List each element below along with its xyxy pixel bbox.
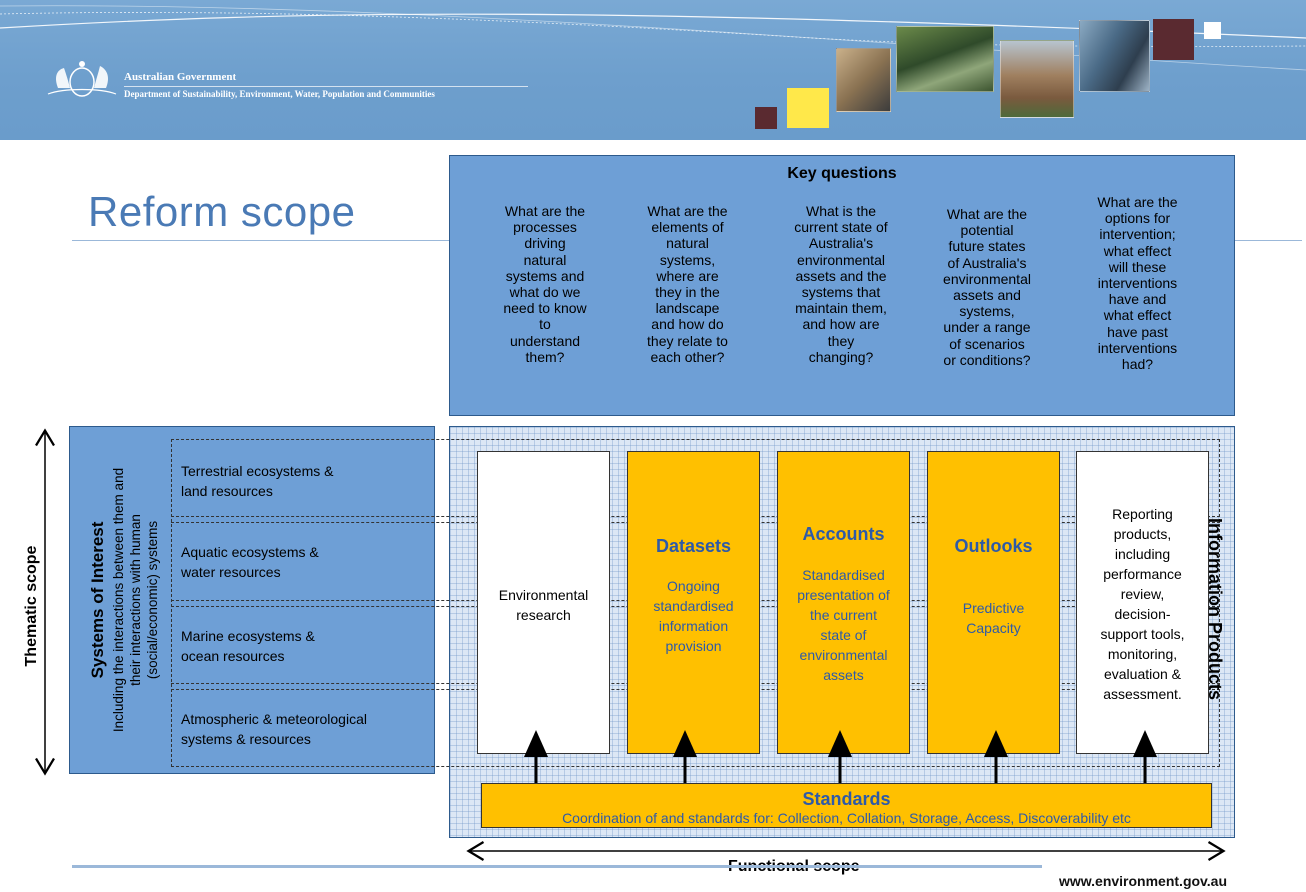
standards-bar: Standards Coordination of and standards …: [481, 783, 1212, 828]
column-3-body: Standardised presentation of the current…: [797, 567, 890, 683]
systems-subtitle-2: their interactions with human: [128, 514, 143, 686]
column-datasets: Datasets Ongoing standardised informatio…: [627, 451, 760, 754]
key-question-5: What are the options for intervention; w…: [1097, 194, 1178, 373]
photo-gps-device: [836, 48, 891, 112]
column-4-body: Predictive Capacity: [962, 600, 1025, 636]
system-item-atmospheric: Atmospheric & meteorological systems & r…: [181, 711, 367, 747]
website-url[interactable]: www.environment.gov.au: [1059, 873, 1228, 889]
systems-subtitle-1: Including the interactions between them …: [111, 468, 126, 732]
systems-subtitle-3: (social/economic) systems: [145, 521, 160, 680]
key-questions-panel: Key questions What are the processes dri…: [449, 155, 1235, 416]
department-name: Department of Sustainability, Environmen…: [124, 89, 435, 99]
standards-subtitle: Coordination of and standards for: Colle…: [562, 810, 1131, 826]
column-1-body: Environmental research: [498, 587, 589, 623]
white-square: [1204, 22, 1221, 39]
photo-water-lilies: [896, 26, 994, 92]
page-title: Reform scope: [88, 188, 356, 235]
photo-rock-formation: [1000, 40, 1074, 118]
key-questions-title: Key questions: [787, 165, 897, 182]
column-outlooks: Outlooks Predictive Capacity: [927, 451, 1060, 754]
footer-rule: [72, 865, 1042, 868]
column-4-heading: Outlooks: [954, 536, 1033, 556]
column-3-heading: Accounts: [802, 524, 885, 544]
yellow-square: [787, 88, 829, 128]
key-question-3: What is the current state of Australia's…: [794, 203, 888, 365]
column-2-body: Ongoing standardised information provisi…: [653, 578, 734, 654]
key-question-2: What are the elements of natural systems…: [647, 203, 728, 365]
government-name: Australian Government: [124, 71, 237, 83]
dashed-outline-main: [171, 439, 1220, 767]
column-reporting-products: Reporting products, including performanc…: [1076, 451, 1209, 754]
coat-of-arms-logo: [47, 61, 117, 97]
standards-up-arrows: [524, 730, 1157, 783]
column-2-heading: Datasets: [655, 536, 732, 556]
thematic-scope-label: Thematic scope: [23, 545, 40, 666]
maroon-square: [755, 107, 777, 129]
column-environmental-research: Environmental research: [477, 451, 610, 754]
systems-of-interest-title: Systems of Interest: [88, 521, 107, 678]
system-item-marine: Marine ecosystems & ocean resources: [181, 628, 315, 664]
photo-people-at-computer: [1079, 20, 1150, 92]
header-rule: [124, 86, 528, 87]
column-accounts: Accounts Standardised presentation of th…: [777, 451, 910, 754]
system-item-aquatic: Aquatic ecosystems & water resources: [181, 544, 319, 580]
maroon-square-large: [1153, 19, 1194, 60]
standards-title: Standards: [802, 789, 891, 809]
system-item-terrestrial: Terrestrial ecosystems & land resources: [181, 463, 334, 499]
header-banner: Australian Government Department of Sust…: [0, 0, 1306, 140]
key-question-1: What are the processes driving natural s…: [503, 203, 587, 365]
key-question-4: What are the potential future states of …: [943, 206, 1031, 368]
systems-of-interest-label: Systems of Interest Including the intera…: [88, 468, 160, 732]
column-5-body: Reporting products, including performanc…: [1100, 506, 1185, 702]
